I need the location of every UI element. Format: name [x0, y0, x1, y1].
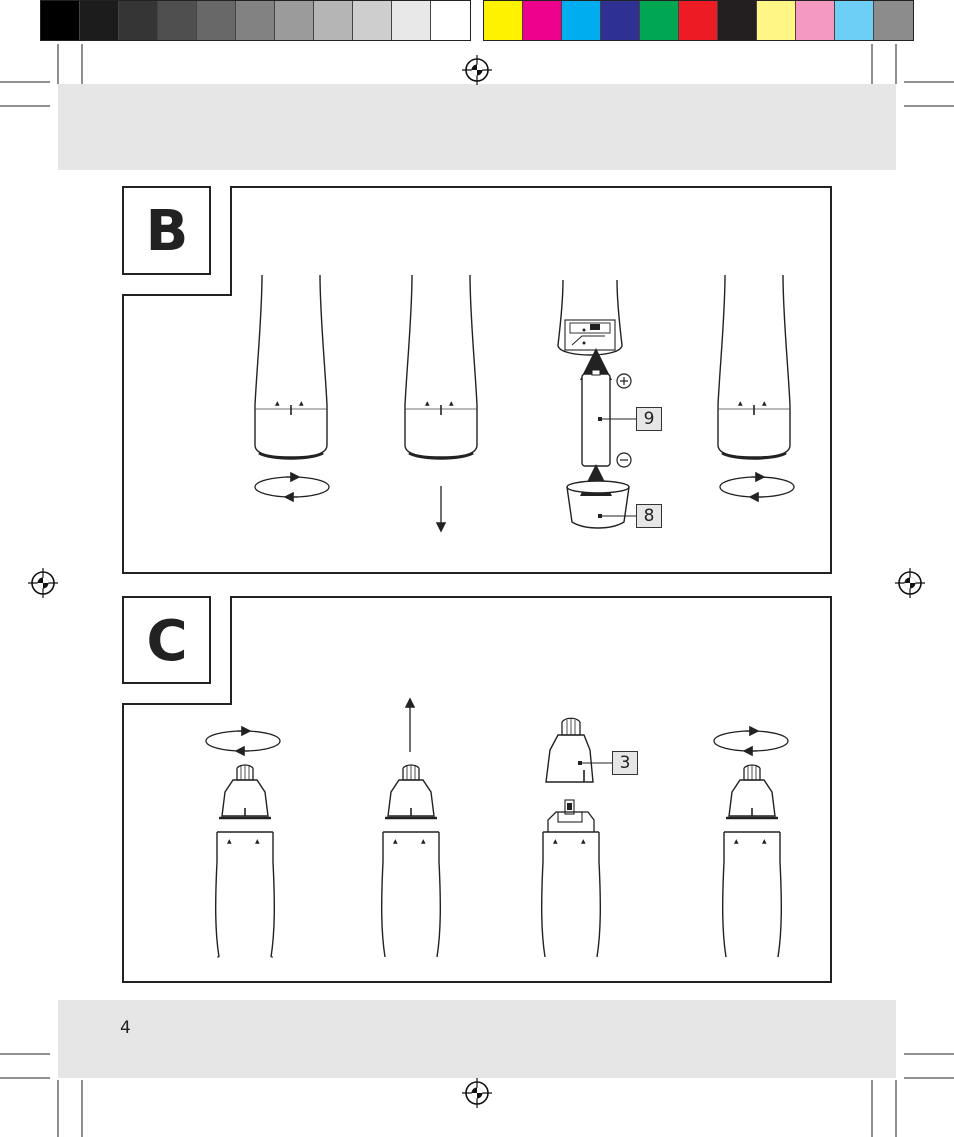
trimmer-body-c3	[542, 832, 601, 957]
trimmer-body-c2	[382, 832, 441, 957]
section-c-letter: C	[124, 598, 210, 684]
trimmer-head-c1	[219, 765, 271, 818]
rotate-arrow-c1	[206, 731, 280, 751]
plus-symbol	[617, 374, 631, 388]
rotate-arrow-b1	[255, 477, 329, 497]
registration-mark-bottom	[462, 1078, 492, 1108]
motor-shaft	[548, 800, 594, 832]
section-b-letter: B	[124, 188, 210, 274]
trimmer-body-c1	[216, 832, 275, 957]
detached-head	[546, 718, 612, 782]
minus-symbol	[617, 453, 631, 467]
registration-mark-left	[28, 568, 58, 598]
section-c-frame	[123, 597, 831, 982]
battery-cap	[567, 481, 636, 528]
trimmer-body-b4	[718, 275, 790, 458]
rotate-arrow-c4	[714, 731, 788, 751]
trimmer-body-b2	[405, 275, 477, 458]
section-b-frame	[123, 187, 831, 573]
label-head: 3	[612, 751, 638, 775]
rotate-arrow-b4	[720, 477, 794, 497]
label-battery: 9	[636, 407, 662, 431]
trimmer-head-c2	[385, 765, 437, 818]
label-cap: 8	[636, 504, 662, 528]
battery-compartment	[558, 280, 622, 355]
registration-mark-top	[462, 55, 492, 85]
trimmer-body-c4	[723, 832, 782, 957]
registration-mark-right	[895, 568, 925, 598]
trimmer-body-b1	[255, 275, 327, 458]
trimmer-head-c4	[726, 765, 778, 818]
page-number: 4	[120, 1018, 131, 1038]
battery	[582, 370, 636, 466]
